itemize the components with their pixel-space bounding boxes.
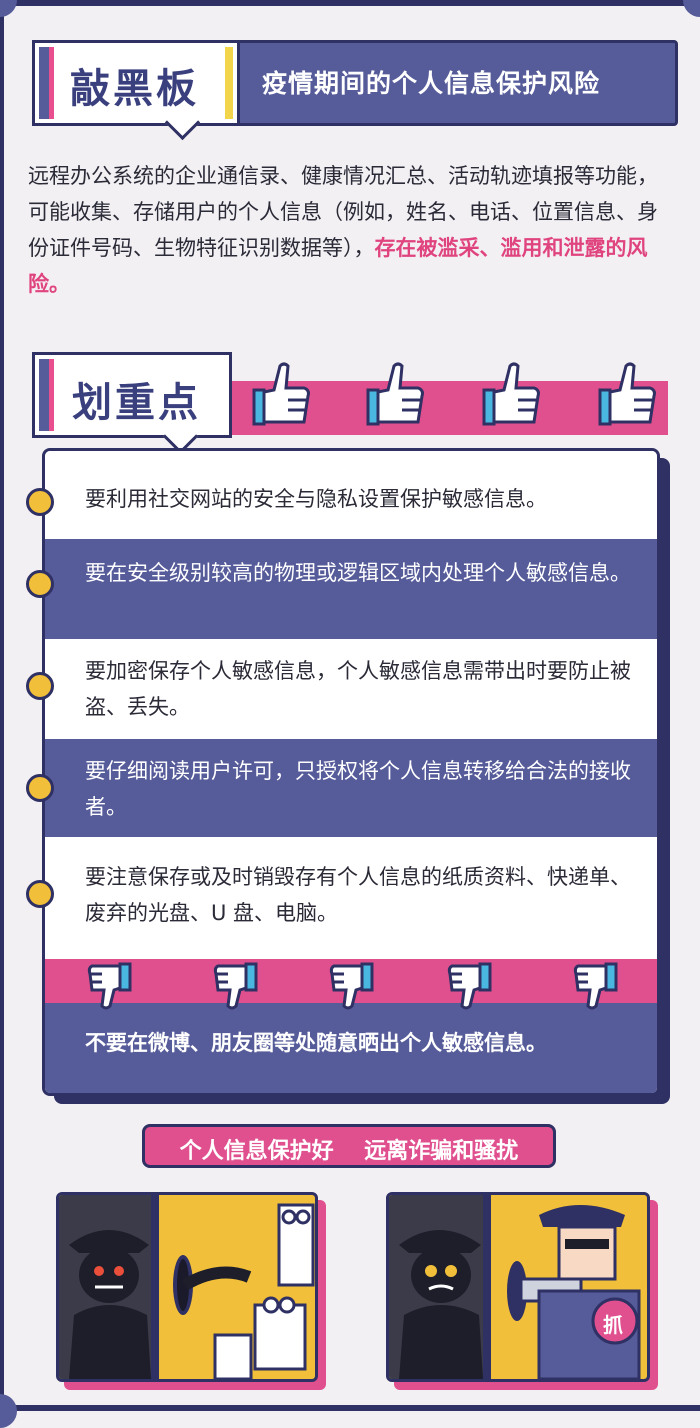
tag-box (32, 40, 240, 126)
list-item-text: 要利用社交网站的安全与隐私设置保护敏感信息。 (85, 487, 547, 511)
thumbs-down-icon (573, 962, 618, 1010)
corner-ornament (0, 0, 17, 17)
thief-illustration (59, 1195, 315, 1379)
thumbs-down-icon (447, 962, 492, 1010)
dont-item-text: 不要在微博、朋友圈等处随意晒出个人敏感信息。 (85, 1031, 547, 1055)
corner-ornament (0, 1394, 17, 1428)
bullet-dot-icon (26, 570, 54, 598)
left-border (0, 0, 4, 1411)
thumbs-up-icon (366, 362, 424, 426)
bullet-dot-icon (26, 488, 54, 516)
thumbs-up-icon (598, 362, 656, 426)
list-item-text: 要仔细阅读用户许可，只授权将个人信息转移给合法的接收者。 (85, 759, 631, 819)
bottom-border (0, 1405, 700, 1411)
bullet-dot-icon (26, 672, 54, 700)
key-points-card: 要利用社交网站的安全与隐私设置保护敏感信息。 要在安全级别较高的物理或逻辑区域内… (42, 448, 660, 1096)
scene-thief-caught: 抓 (386, 1192, 650, 1382)
risk-paragraph: 远程办公系统的企业通信录、健康情况汇总、活动轨迹填报等功能，可能收集、存储用户的… (28, 158, 678, 302)
list-item-text: 要在安全级别较高的物理或逻辑区域内处理个人敏感信息。 (85, 561, 631, 585)
list-item: 要利用社交网站的安全与隐私设置保护敏感信息。 (45, 451, 657, 539)
corner-ornament (683, 0, 700, 17)
police-illustration (389, 1195, 641, 1379)
slogan-banner: 个人信息保护好 远离诈骗和骚扰 (142, 1124, 556, 1168)
thumbs-up-icon (252, 362, 310, 426)
paragraph-text: 远程办公系统的企业通信录、健康情况汇总、活动轨迹填报等功能，可能收集、存储用户的… (28, 164, 658, 260)
bullet-dot-icon (26, 774, 54, 802)
tag-label: 划重点 (72, 380, 201, 426)
list-item-text: 要加密保存个人敏感信息，个人敏感信息需带出时要防止被盗、丢失。 (85, 659, 631, 719)
list-item: 要在安全级别较高的物理或逻辑区域内处理个人敏感信息。 (45, 539, 657, 639)
list-item: 要仔细阅读用户许可，只授权将个人信息转移给合法的接收者。 (45, 739, 657, 837)
list-item-text: 要注意保存或及时销毁存有个人信息的纸质资料、快递单、废弃的光盘、U 盘、电脑。 (85, 865, 631, 925)
slogan-text: 个人信息保护好 远离诈骗和骚扰 (179, 1139, 519, 1164)
thumbs-up-icon (482, 362, 540, 426)
tag-box (32, 352, 232, 438)
arrest-badge: 抓 (603, 1313, 623, 1337)
paragraph-highlight: 存在被滥采、滥用和泄露的风险。 (28, 236, 648, 296)
thumbs-down-icon (329, 962, 374, 1010)
top-border (0, 0, 700, 6)
thumbs-down-icon (87, 962, 132, 1010)
tag-label: 敲黑板 (70, 66, 199, 112)
dont-item: 不要在微博、朋友圈等处随意晒出个人敏感信息。 (45, 1003, 657, 1093)
section-title: 疫情期间的个人信息保护风险 (262, 69, 601, 98)
scene-thief-documents (56, 1192, 318, 1382)
bullet-dot-icon (26, 880, 54, 908)
list-item: 要加密保存个人敏感信息，个人敏感信息需带出时要防止被盗、丢失。 (45, 639, 657, 739)
list-item: 要注意保存或及时销毁存有个人信息的纸质资料、快递单、废弃的光盘、U 盘、电脑。 (45, 837, 657, 959)
thumbs-down-icon (213, 962, 258, 1010)
